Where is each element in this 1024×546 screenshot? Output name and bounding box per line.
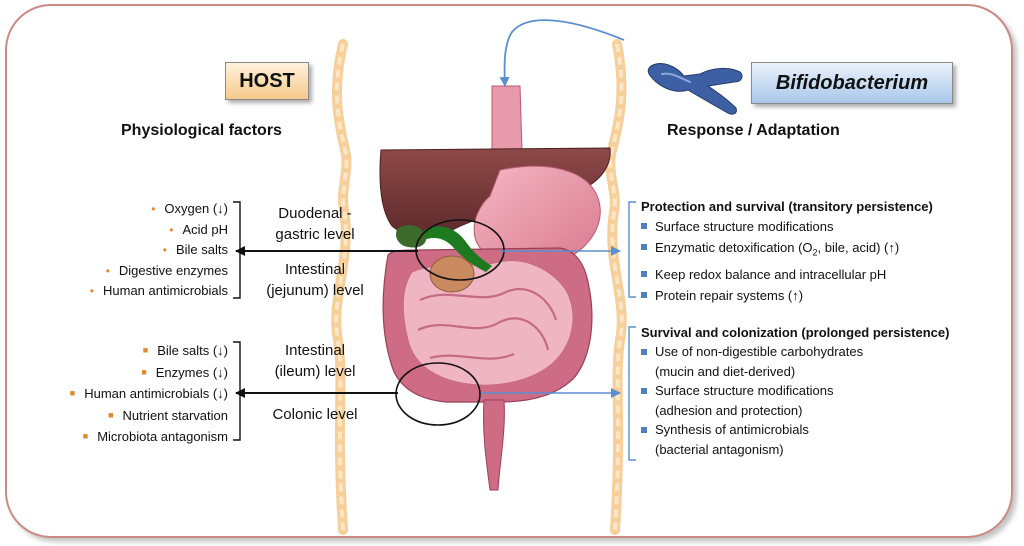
colonic-level-label: Colonic level [272,406,358,423]
ingestion-arrow-icon [499,19,625,87]
host-factor-item: Human antimicrobials (↓) [22,383,228,405]
host-factor-item: Acid pH [60,220,228,241]
protection-survival-list: Protection and survival (transitory pers… [641,198,933,306]
response-item: Use of non-digestible carbohydrates (muci… [641,342,949,381]
colonization-list: Survival and colonization (prolonged per… [641,324,949,459]
level-line: (ileum) level [274,363,356,380]
colonization-title: Survival and colonization (prolonged per… [641,325,950,340]
response-text: Enzymatic detoxification (O [655,240,813,255]
response-text: (bacterial antagonism) [655,441,784,457]
host-factor-item: Enzymes (↓) [22,362,228,384]
host-factor-item: Nutrient starvation [22,405,229,427]
response-item: Enzymatic detoxification (O2, bile, acid… [641,237,933,264]
host-factor-item: Digestive enzymes [60,261,228,282]
duodenal-level-label: Duodenal - gastric level [250,203,380,245]
protection-survival-title: Protection and survival (transitory pers… [641,199,933,214]
response-text: , bile, acid) (↑) [817,240,900,255]
response-item: Surface structure modifications [641,216,933,237]
host-factor-item: Bile salts [60,240,228,261]
bifidobacterium-icon [647,63,743,115]
digestive-tract-icon [379,85,611,491]
level-line: gastric level [275,226,355,243]
host-factor-item: Oxygen (↓) [60,199,228,220]
physiological-factors-heading: Physiological factors [121,122,282,139]
level-line: (jejunum) level [266,282,364,299]
host-label-box: HOST [225,62,309,100]
subscript: 2 [812,247,818,258]
right-spine-icon [605,39,627,535]
lower-host-factors-list: Bile salts (↓) Enzymes (↓) Human antimic… [22,340,228,448]
left-lower-bracket-icon [233,341,241,441]
host-factor-item: Human antimicrobials [60,281,228,302]
upper-host-factors-list: Oxygen (↓) Acid pH Bile salts Digestive … [60,199,228,302]
host-factor-item: Microbiota antagonism [22,426,228,448]
level-line: Intestinal [284,261,346,278]
left-spine-icon [331,39,352,535]
level-line: Duodenal - [278,205,352,222]
bifidobacterium-label-box: Bifidobacterium [751,62,953,104]
host-factor-item: Bile salts (↓) [22,340,228,362]
jejunum-level-label: Intestinal (jejunum) level [240,259,390,301]
level-line: Intestinal [284,342,346,359]
response-text: (mucin and diet-derived) [655,363,796,379]
response-text: (adhesion and protection) [655,402,803,418]
left-upper-bracket-icon [233,201,241,299]
response-item: Synthesis of antimicrobials (bacterial an… [641,420,949,459]
response-text: Use of non-digestible carbohydrates [655,344,864,359]
response-adaptation-heading: Response / Adaptation [667,122,840,139]
right-upper-bracket-icon [628,201,636,298]
response-text: Synthesis of antimicrobials [655,422,809,437]
ileum-level-label: Intestinal (ileum) level [250,340,380,382]
response-item: Surface structure modifications (adhesion… [641,381,949,420]
response-item: Protein repair systems (↑) [641,285,933,306]
response-text: Surface structure modifications [655,383,834,398]
right-lower-bracket-icon [628,326,636,461]
response-item: Keep redox balance and intracellular pH [641,264,933,285]
